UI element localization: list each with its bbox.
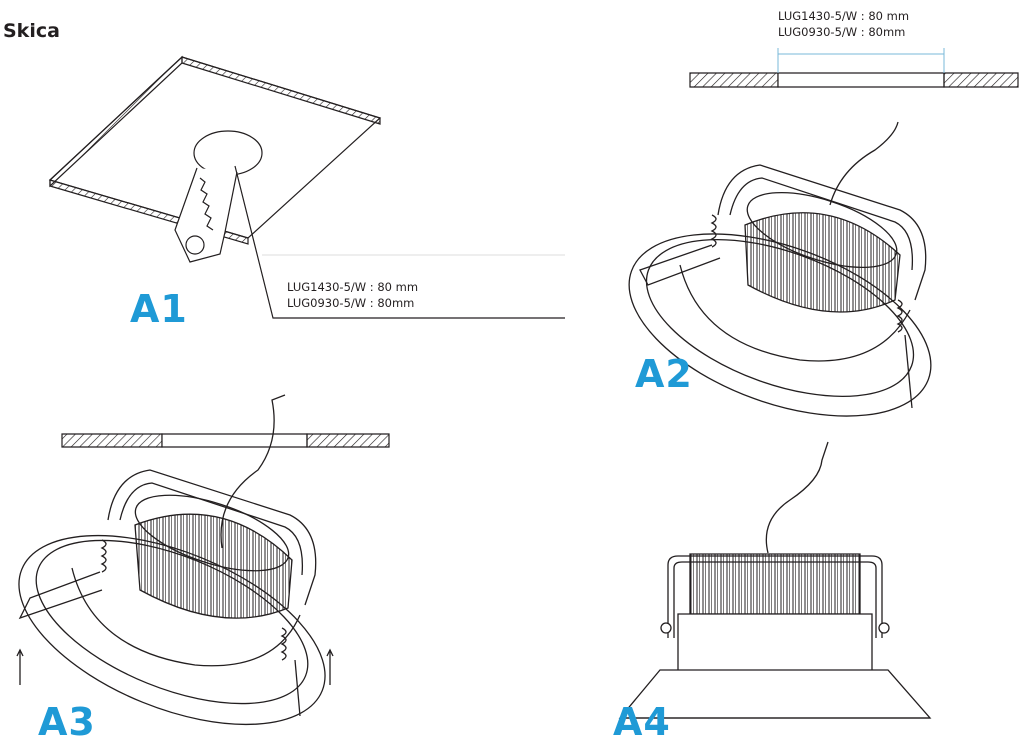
a3-label: A3 [38, 700, 96, 744]
a2-downlight-illustration [605, 122, 955, 452]
a1-dimension-note: LUG1430-5/W : 80 mm LUG0930-5/W : 80mm [287, 279, 418, 311]
a3-downlight-illustration [0, 395, 351, 753]
a2-cutout-dimension [778, 48, 944, 73]
a1-note-line-1: LUG1430-5/W : 80 mm [287, 280, 419, 294]
a4-downlight-illustration [620, 442, 930, 718]
a2-ceiling-section [690, 73, 1018, 87]
a4-label: A4 [613, 700, 671, 744]
a2-note-line-2: LUG0930-5/W : 80mm [778, 25, 906, 39]
a1-ceiling-panel-illustration [50, 57, 565, 318]
a2-label: A2 [635, 352, 693, 396]
a1-label: A1 [130, 287, 188, 331]
a1-note-line-2: LUG0930-5/W : 80mm [287, 296, 415, 310]
a3-ceiling-section [62, 434, 389, 447]
page-title: Skica [3, 20, 60, 42]
a2-dimension-note: LUG1430-5/W : 80 mm LUG0930-5/W : 80mm [778, 8, 909, 40]
a2-note-line-1: LUG1430-5/W : 80 mm [778, 9, 910, 23]
